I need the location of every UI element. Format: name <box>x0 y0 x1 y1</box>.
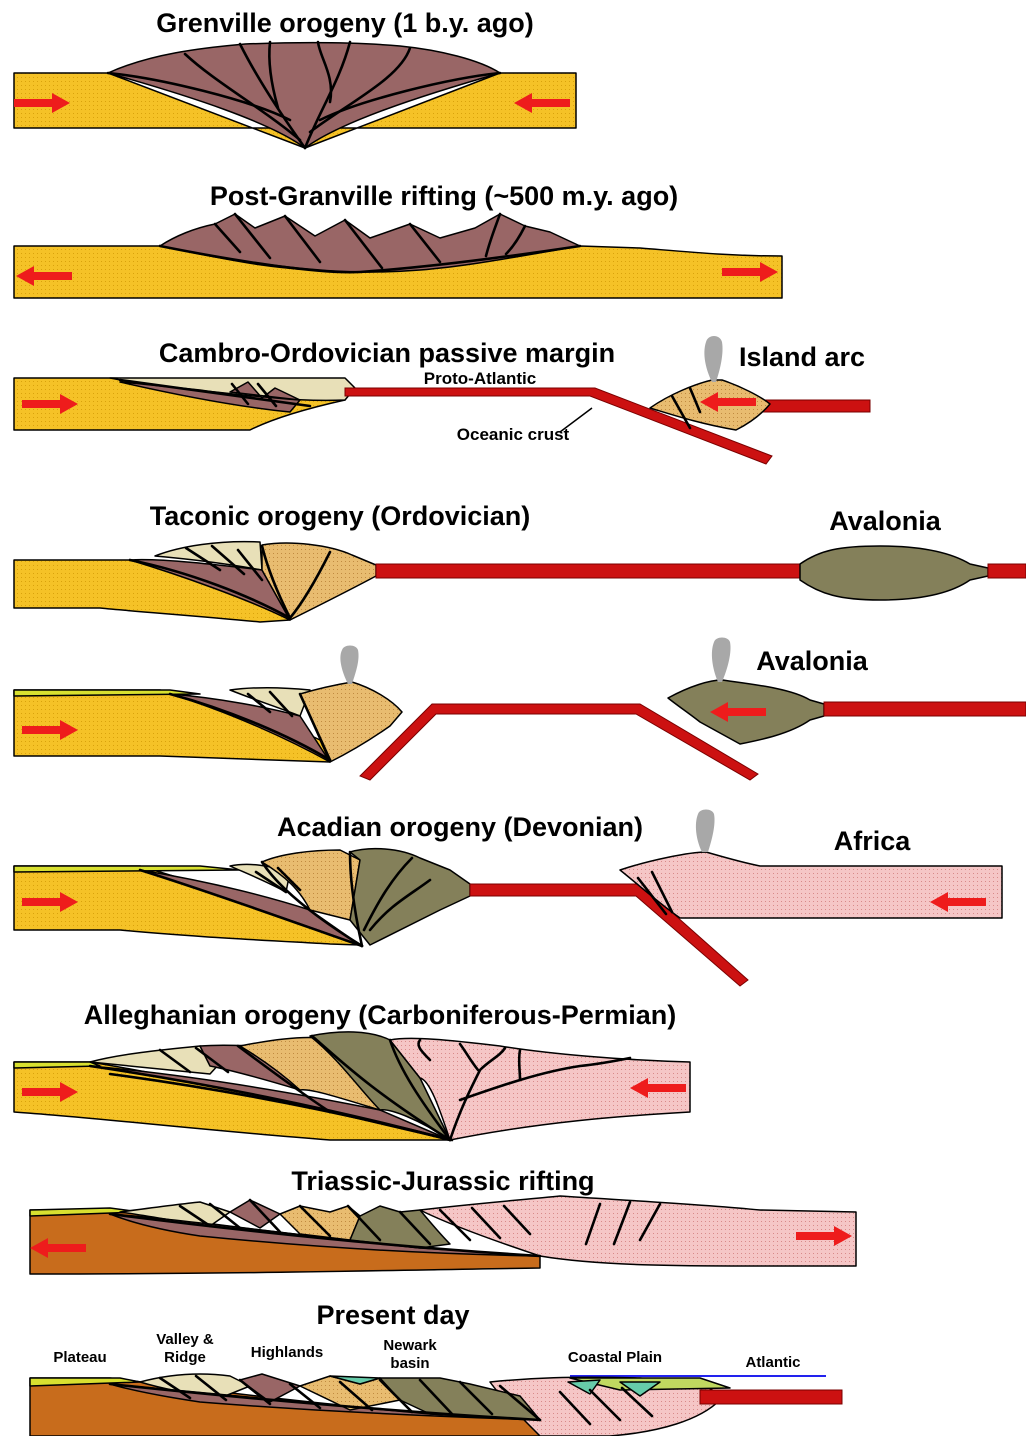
oceanic-crust-label: Oceanic crust <box>457 425 570 444</box>
panel-title: Post-Granville rifting (~500 m.y. ago) <box>210 181 678 211</box>
panel-title: Alleghanian orogeny (Carboniferous-Permi… <box>84 1000 677 1030</box>
panel-alleghanian: Alleghanian orogeny (Carboniferous-Permi… <box>14 1000 690 1140</box>
newark-basin-label-line1: Newark <box>383 1337 437 1354</box>
africa-label: Africa <box>834 826 912 856</box>
highlands-label: Highlands <box>251 1344 324 1361</box>
panel-acadian: Acadian orogeny (Devonian) Africa <box>14 810 1002 987</box>
sediment-veneer <box>14 866 240 872</box>
panel-title: Triassic-Jurassic rifting <box>291 1166 594 1196</box>
proto-atlantic-label: Proto-Atlantic <box>424 369 536 388</box>
valley-ridge-label-line2: Ridge <box>164 1349 206 1366</box>
oceanic-crust <box>988 564 1026 578</box>
panel-avalonia-approach: Avalonia <box>14 638 1026 781</box>
panel-title: Acadian orogeny (Devonian) <box>277 812 643 842</box>
volcano-plume <box>712 638 731 683</box>
plateau-label: Plateau <box>53 1349 106 1366</box>
panel-title: Grenville orogeny (1 b.y. ago) <box>156 8 534 38</box>
panel-title: Present day <box>316 1300 469 1330</box>
valley-ridge-label-line1: Valley & <box>156 1331 214 1348</box>
panel-grenville: Grenville orogeny (1 b.y. ago) <box>14 8 576 148</box>
volcano-plume <box>340 646 358 685</box>
island-arc-label: Island arc <box>739 342 865 372</box>
panel-present-day: Present day Plateau Valley & Ridge Highl… <box>30 1300 842 1436</box>
avalonia-label: Avalonia <box>756 646 869 676</box>
avalonia-crust <box>350 849 470 945</box>
oceanic-crust <box>824 702 1026 716</box>
label-leader-line <box>560 408 592 432</box>
panel-title: Taconic orogeny (Ordovician) <box>150 501 531 531</box>
oceanic-crust <box>700 1390 842 1404</box>
panel-post-granville-rifting: Post-Granville rifting (~500 m.y. ago) <box>14 181 782 298</box>
panel-cambro-ordovician: Cambro-Ordovician passive margin Island … <box>14 336 870 464</box>
oceanic-crust <box>760 400 870 412</box>
atlantic-label: Atlantic <box>745 1354 800 1371</box>
panel-taconic: Taconic orogeny (Ordovician) Avalonia <box>14 501 1026 622</box>
avalonia-crust <box>800 546 988 600</box>
avalonia-label: Avalonia <box>829 506 942 536</box>
panel-triassic-jurassic: Triassic-Jurassic rifting <box>30 1166 856 1274</box>
oceanic-crust <box>376 564 800 578</box>
volcano-plume <box>704 336 722 382</box>
panel-title: Cambro-Ordovician passive margin <box>159 338 615 368</box>
fault-line <box>519 1050 520 1080</box>
volcano-plume <box>696 810 715 853</box>
coastal-plain-label: Coastal Plain <box>568 1349 662 1366</box>
newark-basin-label-line2: basin <box>390 1355 429 1372</box>
